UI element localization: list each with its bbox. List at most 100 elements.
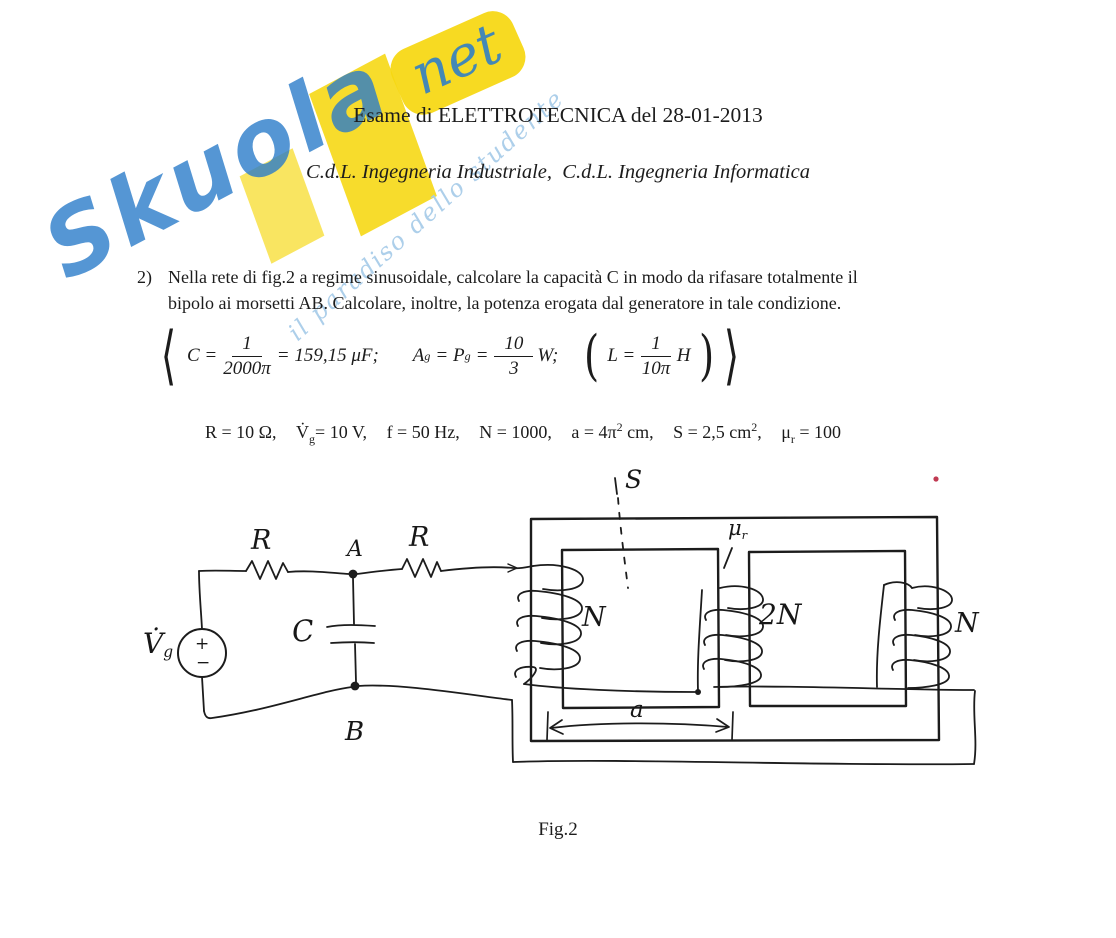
problem-statement: 2) Nella rete di fig.2 a regime sinusoid… [137, 264, 1028, 316]
a-value: a = 4π [571, 422, 617, 442]
wire-r2-to-core [440, 565, 534, 572]
formula-pg-subscript: g [464, 348, 471, 363]
wire-a-down [352, 577, 355, 625]
dim-right-head [715, 718, 730, 733]
formula-ag-symbol: A [412, 345, 425, 366]
node-b-dot [350, 681, 360, 691]
a-exponent: 2 [616, 420, 623, 434]
mu-subscript: r [741, 528, 748, 542]
dimension-arrow-a [546, 711, 734, 741]
coil-turn [516, 614, 582, 646]
label-cross-section: S [625, 465, 643, 494]
coil-turn [704, 608, 764, 638]
label-coil-left: N [582, 602, 606, 633]
node-a-dot [348, 569, 358, 579]
coil-turn [893, 608, 952, 638]
problem-number: 2) [137, 267, 152, 287]
source-plus-sign: + [195, 634, 210, 654]
label-source-voltage: V̇g [143, 630, 173, 660]
param-source-voltage: V̇g= 10 V, [296, 422, 368, 446]
vg-value: = 10 V, [315, 422, 368, 442]
label-dimension-a: a [630, 697, 644, 723]
fraction-numerator: 10 [494, 333, 534, 357]
section-tick [614, 477, 618, 495]
vg-symbol: V̇ [296, 422, 310, 442]
label-coil-center: 2N [759, 598, 802, 631]
source-minus-sign: − [196, 653, 211, 673]
a-unit: cm, [622, 422, 654, 442]
mu-symbol: μ [781, 422, 791, 442]
label-node-a: A [347, 537, 363, 562]
wire-bottom-return [512, 759, 975, 766]
coil-turn [883, 581, 913, 589]
dim-right-tick [731, 711, 734, 741]
junction-dot [695, 689, 701, 695]
fraction-numerator: 1 [232, 333, 262, 357]
formula-l-lhs: L = [607, 345, 636, 366]
param-section: S = 2,5 cm2, [673, 420, 762, 442]
mu-subscript: r [790, 432, 795, 446]
coil-turn [532, 564, 584, 592]
wire-source-top [198, 570, 203, 630]
coil-turn [891, 658, 950, 689]
fraction-denominator: 2000π [223, 357, 271, 379]
course-subtitle: C.d.L. Ingegneria Industriale, C.d.L. In… [306, 161, 810, 183]
s-value: S = 2,5 cm [673, 422, 752, 442]
wire-center-coil-lead [696, 589, 703, 692]
core-right-window [747, 549, 908, 708]
wire-bottom-left [203, 686, 353, 720]
coil-turn [514, 665, 537, 685]
wire-source-bottom [201, 676, 205, 712]
label-resistor2: R [409, 522, 430, 553]
coil-turn [703, 633, 763, 663]
wire-down-right [511, 699, 514, 763]
wire-b-to-right [357, 684, 513, 701]
formula-c-lhs: C = [186, 345, 218, 366]
fraction-numerator: 1 [641, 333, 671, 357]
label-resistor1: R [251, 525, 272, 556]
coil-turn [892, 633, 951, 663]
figure-caption: Fig.2 [538, 819, 578, 840]
dim-line [550, 722, 729, 729]
core-left-window [560, 547, 721, 710]
section-dashed-line [617, 497, 629, 589]
param-turns: N = 1000, [479, 422, 552, 442]
formula-pg-symbol: = P [435, 345, 465, 366]
param-permeability: μr = 100 [781, 422, 841, 446]
wire-left-coil-lead [523, 683, 696, 693]
wire-arrowhead [507, 563, 518, 573]
fraction-l: 1 10π [641, 333, 671, 380]
coil-turn [517, 589, 583, 621]
formula-henry: H [676, 345, 691, 366]
formula-watts: W; [537, 345, 559, 366]
mu-pointer-line [723, 547, 733, 569]
param-core-width: a = 4π2 cm, [571, 420, 654, 442]
coil-turn [911, 585, 953, 611]
resistor1-zigzag [245, 560, 289, 580]
wire-right-coil-lead [875, 584, 885, 688]
resistor2-zigzag [401, 558, 442, 578]
formula-c-result: = 159,15 μF; [276, 345, 379, 366]
label-capacitor: C [290, 612, 316, 650]
problem-line-2: bipolo ai morsetti AB. Calcolare, inoltr… [168, 293, 842, 313]
fraction-denominator: 3 [509, 357, 519, 379]
capacitor-bottom-plate [330, 641, 375, 644]
param-resistance: R = 10 Ω, [205, 422, 277, 442]
s-comma: , [757, 422, 762, 442]
wire-a-to-r2 [356, 568, 403, 575]
problem-line-1: Nella rete di fig.2 a regime sinusoidale… [168, 267, 858, 287]
label-coil-right: N [955, 608, 979, 639]
label-node-b: B [345, 717, 365, 747]
fraction-pg: 10 3 [494, 333, 534, 380]
capacitor-top-plate [326, 624, 376, 628]
source-subscript: g [163, 643, 174, 661]
wire-cap-to-b [354, 643, 357, 683]
wire-right-riser [973, 690, 977, 765]
exam-title: Esame di ELETTROTECNICA del 28-01-2013 [353, 103, 763, 127]
red-mark-dot [933, 476, 939, 482]
wire-r1-to-a [287, 570, 350, 575]
coil-center-2n [702, 585, 764, 688]
